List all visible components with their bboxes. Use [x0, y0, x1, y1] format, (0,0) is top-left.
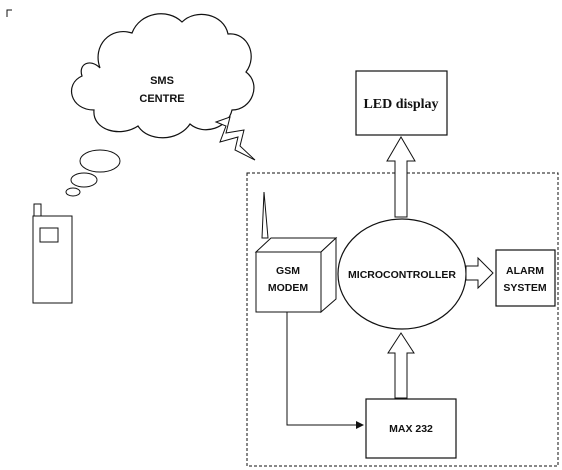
arrow-to-alarm-system [465, 256, 494, 290]
sms-centre-cloud: SMS CENTRE [71, 13, 255, 139]
alarm-label-line2: SYSTEM [503, 282, 546, 294]
corner-mark [6, 9, 12, 17]
thought-bubbles [65, 149, 121, 197]
lightning-bolt-icon [214, 116, 256, 161]
microcontroller-block: MICROCONTROLLER [337, 218, 467, 330]
led-display-label: LED display [363, 97, 438, 112]
gsm-label-line1: GSM [276, 265, 300, 277]
max232-label: MAX 232 [389, 423, 433, 435]
cloud-label-line1: SMS [150, 75, 174, 87]
gsm-modem-block: GSM MODEM [254, 191, 338, 314]
max232-block: MAX 232 [365, 398, 457, 459]
arrow-from-max232 [387, 332, 415, 399]
microcontroller-label: MICROCONTROLLER [348, 269, 456, 281]
gsm-to-max232-connector [286, 312, 364, 429]
cloud-label-line2: CENTRE [139, 93, 184, 105]
led-display-block: LED display [355, 70, 448, 136]
arrow-to-led-display [386, 136, 416, 218]
alarm-label-line1: ALARM [506, 265, 544, 277]
gsm-label-line2: MODEM [268, 282, 309, 294]
alarm-system-block: ALARM SYSTEM [495, 249, 556, 307]
mobile-phone-icon [32, 203, 73, 304]
